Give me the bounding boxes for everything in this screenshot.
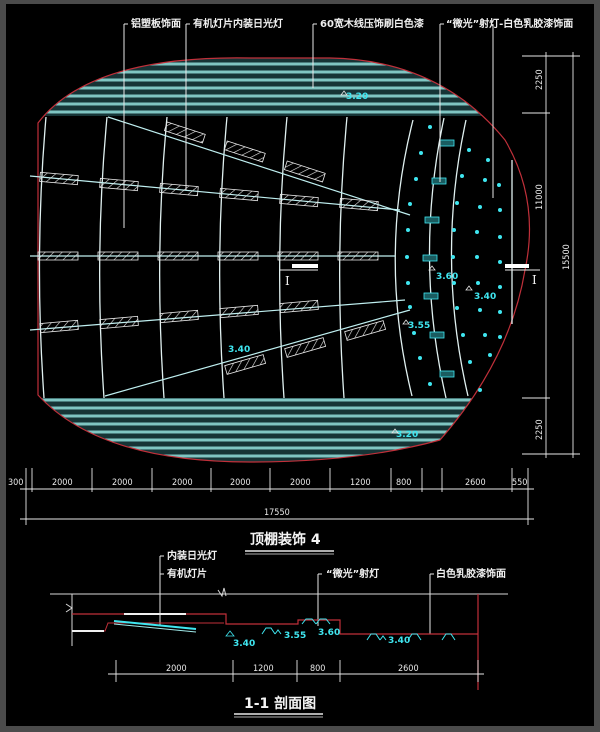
svg-text:1200: 1200	[253, 664, 274, 674]
svg-text:2000: 2000	[230, 478, 251, 488]
light-strips	[29, 116, 411, 397]
elevation-grid: 3.40	[228, 345, 250, 355]
ceiling-plan: I I 铝塑板饰面 有机灯片内装日光灯 60宽木线压饰刷白色漆 “微光”射灯-白…	[29, 17, 573, 463]
lamp-fixtures	[37, 121, 387, 375]
section-cut-right: I	[505, 264, 540, 287]
spotlight-dots	[405, 125, 502, 392]
callout-fluorescent: 内装日光灯	[167, 549, 217, 562]
elevation-mid-ring: 3.60	[436, 272, 458, 282]
elevation-top: 3.20	[346, 92, 368, 102]
svg-text:800: 800	[310, 664, 325, 674]
cad-drawing-canvas: I I 铝塑板饰面 有机灯片内装日光灯 60宽木线压饰刷白色漆 “微光”射灯-白…	[6, 4, 594, 726]
section-elevation-4: 3.40	[388, 636, 410, 646]
plan-elevations: 3.20 3.20 3.40 3.55 3.60 3.40	[228, 90, 496, 440]
svg-text:11000: 11000	[535, 184, 545, 210]
stripe-band-top	[38, 58, 530, 116]
svg-text:15500: 15500	[562, 244, 572, 270]
section-elevation-1: 3.40	[233, 639, 255, 649]
callout-leaders	[123, 23, 494, 228]
section-leaders	[159, 555, 434, 634]
callout-organic-lamp: 有机灯片内装日光灯	[193, 17, 283, 30]
svg-text:2000: 2000	[172, 478, 193, 488]
svg-text:17550: 17550	[264, 508, 290, 518]
section-cut-left: I	[280, 264, 318, 288]
svg-text:800: 800	[396, 478, 411, 488]
svg-text:2600: 2600	[398, 664, 419, 674]
svg-text:顶棚装饰 4: 顶棚装饰 4	[250, 531, 321, 548]
section-elevation-2: 3.55	[284, 631, 306, 641]
callout-aluminum-panel: 铝塑板饰面	[131, 17, 181, 30]
section-dimensions	[108, 660, 484, 682]
svg-text:2000: 2000	[166, 664, 187, 674]
svg-text:2600: 2600	[465, 478, 486, 488]
section-marker-right: I	[532, 273, 537, 287]
svg-text:2000: 2000	[290, 478, 311, 488]
svg-text:550: 550	[512, 478, 527, 488]
section-title: 1-1 剖面图	[234, 695, 323, 718]
svg-text:2000: 2000	[112, 478, 133, 488]
section-view: 内装日光灯 有机灯片 “微光”射灯 白色乳胶漆饰面 3.40 3.55 3.60…	[50, 549, 508, 718]
svg-text:2250: 2250	[535, 69, 545, 90]
stripe-band-bottom	[38, 398, 530, 463]
ring-lamps	[422, 139, 455, 378]
svg-text:2000: 2000	[52, 478, 73, 488]
callout-wood-strip: 60宽木线压饰刷白色漆	[320, 17, 424, 30]
callout-spotlight: “微光”射灯-白色乳胶漆饰面	[446, 17, 573, 30]
plan-title: 顶棚装饰 4	[245, 531, 334, 555]
callout-organic-sheet: 有机灯片	[167, 567, 207, 580]
plan-vertical-dimensions: 2250 11000 2250 15500	[522, 52, 580, 458]
plan-horizontal-dimensions: 300 2000 2000 2000 2000 2000 1200 800 80…	[8, 468, 534, 525]
svg-text:1200: 1200	[350, 478, 371, 488]
callout-section-spotlight: “微光”射灯	[326, 567, 379, 580]
svg-text:2250: 2250	[535, 419, 545, 440]
elevation-inner-ring: 3.55	[408, 321, 430, 331]
section-elevation-3: 3.60	[318, 628, 340, 638]
elevation-right: 3.40	[474, 292, 496, 302]
svg-text:1-1 剖面图: 1-1 剖面图	[244, 695, 316, 712]
elevation-bottom: 3.20	[396, 430, 418, 440]
section-marker-left: I	[285, 274, 290, 288]
callout-latex-paint: 白色乳胶漆饰面	[436, 567, 506, 580]
svg-text:300: 300	[8, 478, 23, 488]
